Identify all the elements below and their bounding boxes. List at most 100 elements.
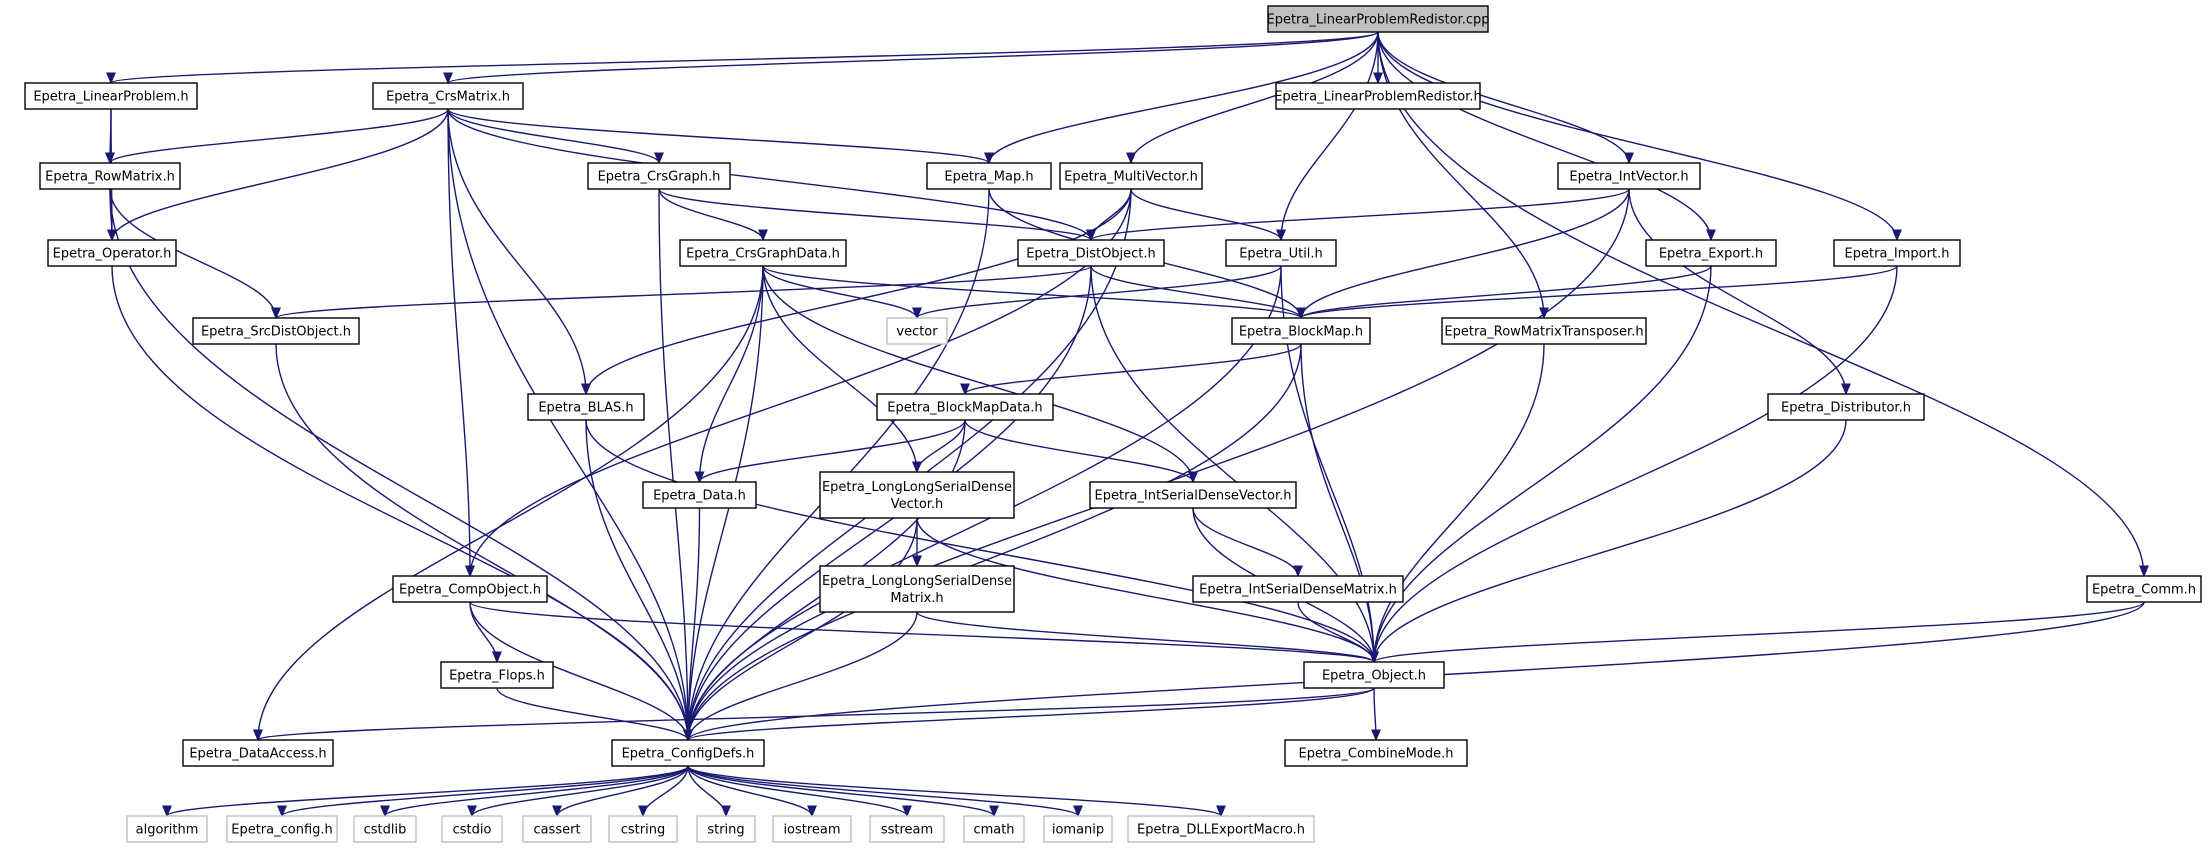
edge-cfg-to-sstream <box>687 765 912 818</box>
edge-line <box>762 265 1302 319</box>
node-label: Epetra_Operator.h <box>53 247 172 262</box>
node-label: Epetra_BlockMapData.h <box>887 401 1042 416</box>
node-iv[interactable]: Epetra_IntVector.h <box>1557 162 1701 190</box>
node-cstdio: cstdio <box>441 815 503 843</box>
node-box <box>1192 575 1404 603</box>
node-blas[interactable]: Epetra_BLAS.h <box>527 393 645 421</box>
arrowhead-icon <box>107 229 117 242</box>
edge-line <box>1192 507 1299 577</box>
edge-mv-to-util <box>1130 188 1286 242</box>
node-box <box>440 661 554 689</box>
node-bmap[interactable]: Epetra_BlockMap.h <box>1231 317 1371 345</box>
node-flops[interactable]: Epetra_Flops.h <box>440 661 554 689</box>
node-util[interactable]: Epetra_Util.h <box>1225 239 1337 267</box>
edge-comp-to-flops <box>469 601 502 664</box>
node-srcd[interactable]: Epetra_SrcDistObject.h <box>192 317 360 345</box>
edge-line <box>687 517 918 741</box>
node-box <box>441 815 503 843</box>
edge-line <box>698 419 966 483</box>
node-exp[interactable]: Epetra_Export.h <box>1645 239 1777 267</box>
node-label: Epetra_LongLongSerialDense <box>822 574 1012 589</box>
node-lp[interactable]: Epetra_LinearProblem.h <box>24 82 198 110</box>
node-comp[interactable]: Epetra_CompObject.h <box>392 575 548 603</box>
node-box <box>522 815 592 843</box>
arrowhead-icon <box>2139 565 2149 578</box>
arrowhead-icon <box>960 383 970 396</box>
node-map[interactable]: Epetra_Map.h <box>926 162 1052 190</box>
node-label: Epetra_BlockMap.h <box>1239 325 1363 340</box>
edge-cfg-to-iomanip <box>687 765 1083 818</box>
node-layer: Epetra_LinearProblemRedistor.cppEpetra_L… <box>24 5 2202 843</box>
node-imp[interactable]: Epetra_Import.h <box>1833 239 1961 267</box>
node-bmd[interactable]: Epetra_BlockMapData.h <box>876 393 1054 421</box>
node-crsg[interactable]: Epetra_CrsGraph.h <box>587 162 731 190</box>
arrowhead-icon <box>380 805 390 818</box>
edge-crsg-to-cfg <box>658 188 693 742</box>
node-data[interactable]: Epetra_Data.h <box>642 481 757 509</box>
node-root[interactable]: Epetra_LinearProblemRedistor.cpp <box>1267 5 1490 33</box>
node-box <box>353 815 417 843</box>
node-crs[interactable]: Epetra_CrsMatrix.h <box>372 82 524 110</box>
node-rmt[interactable]: Epetra_RowMatrixTransposer.h <box>1441 317 1647 345</box>
node-da[interactable]: Epetra_DataAccess.h <box>182 739 334 767</box>
node-box <box>1441 317 1647 345</box>
edge-cfg-to-cstdlib <box>380 765 689 818</box>
edge-iv-to-disto <box>1086 188 1630 242</box>
node-distr[interactable]: Epetra_Distributor.h <box>1767 393 1925 421</box>
node-box <box>182 739 334 767</box>
node-label: Epetra_MultiVector.h <box>1064 170 1198 185</box>
node-box <box>963 815 1025 843</box>
edge-root-to-comm <box>1377 31 2149 578</box>
node-isdv[interactable]: Epetra_IntSerialDenseVector.h <box>1089 481 1297 509</box>
node-obj[interactable]: Epetra_Object.h <box>1303 661 1445 689</box>
node-disto[interactable]: Epetra_DistObject.h <box>1017 239 1165 267</box>
node-label: Epetra_CrsGraph.h <box>598 170 721 185</box>
node-box <box>24 82 198 110</box>
node-label: Epetra_Object.h <box>1322 669 1426 684</box>
node-box <box>608 815 678 843</box>
node-label: Epetra_CrsGraphData.h <box>686 247 840 262</box>
node-label: algorithm <box>136 823 199 838</box>
edge-line <box>257 687 1375 741</box>
node-box <box>1267 5 1489 33</box>
edge-line <box>916 265 1282 319</box>
node-sstream: sstream <box>869 815 945 843</box>
node-cm[interactable]: Epetra_CombineMode.h <box>1284 739 1468 767</box>
arrowhead-icon <box>1706 229 1716 242</box>
node-lprh[interactable]: Epetra_LinearProblemRedistor.h <box>1274 82 1482 110</box>
node-op[interactable]: Epetra_Operator.h <box>47 239 177 267</box>
node-comm[interactable]: Epetra_Comm.h <box>2086 575 2202 603</box>
edge-crs-to-comp <box>447 108 475 578</box>
arrowhead-icon <box>492 651 502 664</box>
node-crsgd[interactable]: Epetra_CrsGraphData.h <box>679 239 847 267</box>
edge-map-to-cfg <box>683 188 990 742</box>
edge-line <box>687 765 908 817</box>
node-label: Epetra_Flops.h <box>449 669 545 684</box>
edge-line <box>469 601 1375 663</box>
arrowhead-icon <box>105 152 115 165</box>
edge-mv-to-cfg <box>683 188 1132 742</box>
arrowhead-icon <box>912 307 922 320</box>
arrowhead-icon <box>162 805 172 818</box>
edge-util-to-vector <box>912 265 1282 320</box>
edge-line <box>585 419 689 741</box>
node-box <box>819 565 1015 613</box>
edge-root-to-iv <box>1377 31 1634 165</box>
node-isdm[interactable]: Epetra_IntSerialDenseMatrix.h <box>1192 575 1404 603</box>
node-rowm[interactable]: Epetra_RowMatrix.h <box>39 162 181 190</box>
node-mv[interactable]: Epetra_MultiVector.h <box>1059 162 1203 190</box>
arrowhead-icon <box>683 729 693 742</box>
edge-line <box>1377 31 1545 319</box>
edge-line <box>109 188 689 741</box>
node-box <box>1089 481 1297 509</box>
edge-crs-to-cfg <box>447 108 693 742</box>
arrowhead-icon <box>1188 471 1198 484</box>
edge-line <box>1090 265 1302 319</box>
edge-line <box>447 108 990 164</box>
node-cfg[interactable]: Epetra_ConfigDefs.h <box>611 739 765 767</box>
edge-bmd-to-isdv <box>964 419 1198 484</box>
node-dll: Epetra_DLLExportMacro.h <box>1127 815 1315 843</box>
edge-line <box>687 765 813 817</box>
